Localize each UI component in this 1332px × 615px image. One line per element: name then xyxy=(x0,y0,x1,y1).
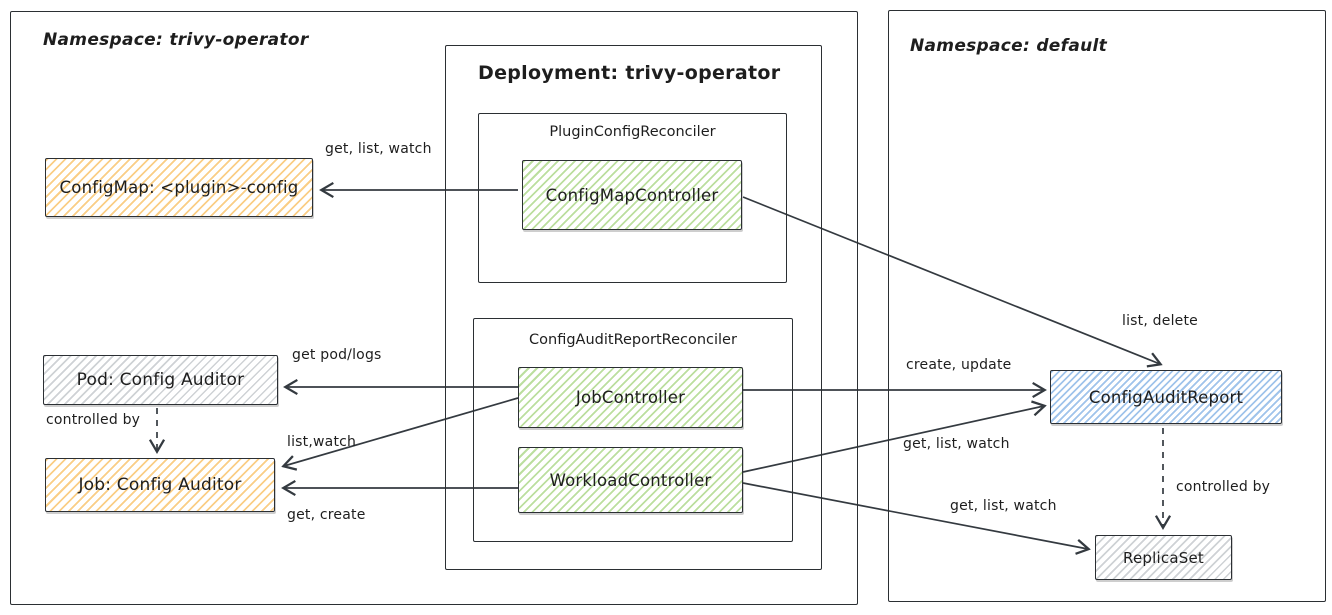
job-node: Job: Config Auditor xyxy=(45,458,275,512)
edge-label-list-watch: list,watch xyxy=(287,434,357,450)
config-audit-report-reconciler-title: ConfigAuditReportReconciler xyxy=(529,332,737,348)
edge-label-replicaset-controlled-by: controlled by xyxy=(1176,479,1271,495)
config-audit-report-label: ConfigAuditReport xyxy=(1088,387,1244,407)
edge-label-report-get-list-watch: get, list, watch xyxy=(903,436,1010,452)
edge-label-replicaset-get-list-watch: get, list, watch xyxy=(950,498,1057,514)
configmap-controller-node: ConfigMapController xyxy=(522,160,742,230)
namespace-trivy-operator-frame xyxy=(10,11,858,605)
edge-label-get-create: get, create xyxy=(287,507,366,523)
workload-controller-node: WorkloadController xyxy=(518,447,743,513)
configmap-controller-label: ConfigMapController xyxy=(545,185,719,205)
config-audit-report-node: ConfigAuditReport xyxy=(1050,370,1282,424)
namespace-left-title: Namespace: trivy-operator xyxy=(43,30,309,50)
edge-label-get-pod-logs: get pod/logs xyxy=(292,347,382,363)
config-audit-report-reconciler-frame xyxy=(473,318,793,542)
namespace-right-title: Namespace: default xyxy=(910,36,1108,56)
plugin-config-reconciler-title: PluginConfigReconciler xyxy=(549,124,716,140)
plugin-config-reconciler-frame xyxy=(478,113,787,283)
deployment-title: Deployment: trivy-operator xyxy=(478,62,781,84)
job-label: Job: Config Auditor xyxy=(78,475,242,495)
edge-label-pod-controlled-by: controlled by xyxy=(46,412,141,428)
edge-label-configmap-get-list-watch: get, list, watch xyxy=(325,141,432,157)
edge-label-list-delete: list, delete xyxy=(1122,313,1198,329)
edge-label-create-update: create, update xyxy=(906,357,1012,373)
replicaset-node: ReplicaSet xyxy=(1095,535,1232,580)
workload-controller-label: WorkloadController xyxy=(549,470,712,490)
configmap-node: ConfigMap: <plugin>-config xyxy=(45,158,313,217)
job-controller-label: JobController xyxy=(575,388,686,407)
deployment-frame xyxy=(445,45,822,570)
pod-node: Pod: Config Auditor xyxy=(43,355,278,405)
job-controller-node: JobController xyxy=(518,367,743,428)
configmap-label: ConfigMap: <plugin>-config xyxy=(59,178,299,197)
pod-label: Pod: Config Auditor xyxy=(76,370,245,390)
namespace-default-frame xyxy=(888,10,1326,602)
replicaset-label: ReplicaSet xyxy=(1123,548,1204,567)
